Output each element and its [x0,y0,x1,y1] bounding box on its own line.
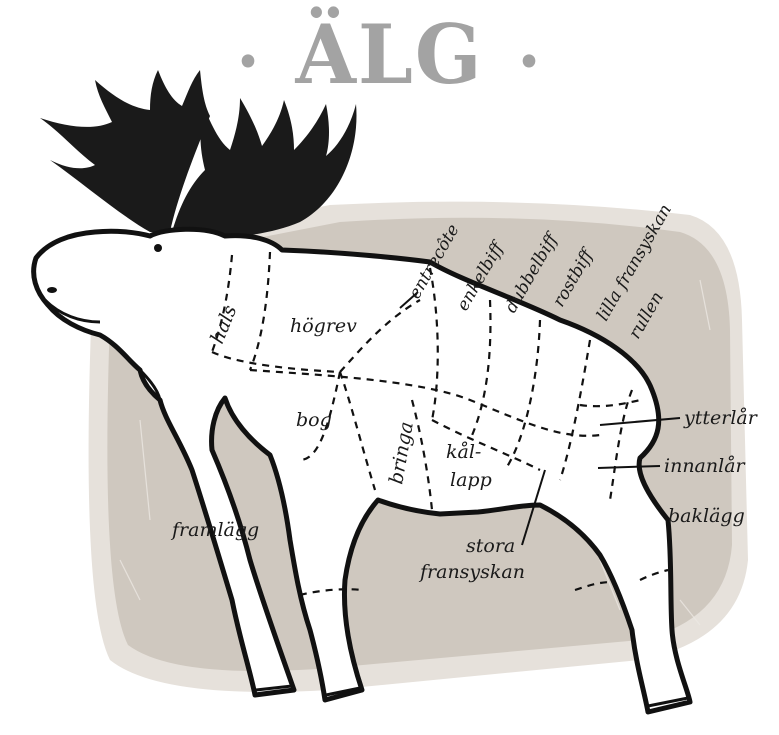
label-kallapp-1: kål- [446,441,481,463]
label-framlagg: framlägg [170,519,259,541]
moose-nostril [47,287,57,293]
label-hogrev: högrev [290,315,357,337]
label-bog: bog [296,409,332,431]
label-stora-fransyskan-1: stora [466,535,515,557]
label-innanlar: innanlår [664,455,747,477]
label-ytterlar: ytterlår [683,407,759,429]
moose-eye [154,244,162,252]
label-stora-fransyskan-2: fransyskan [418,561,525,583]
label-baklagg: baklägg [668,505,745,527]
label-kallapp-2: lapp [450,469,492,491]
